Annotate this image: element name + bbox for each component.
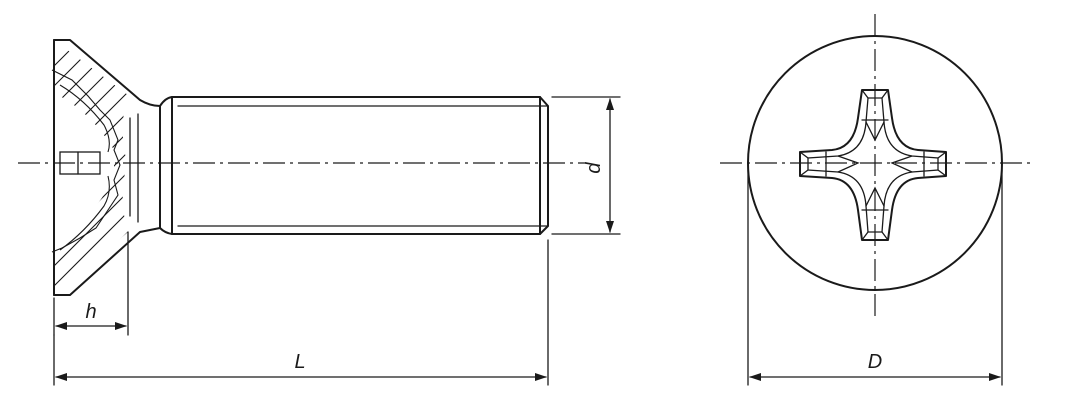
h-label: h [85,301,96,323]
d-label: d [583,162,605,174]
phillips-facet-lines [799,89,947,241]
D-label: D [868,351,882,373]
side-view: d h L [18,39,621,386]
head-view: D [720,14,1032,386]
recess-inner-line [59,84,110,251]
recess-cut [52,92,114,250]
L-label: L [294,351,305,373]
thread-major-outline [159,96,549,235]
recess-jagged-edge [51,69,121,253]
phillips-cross-inner [807,97,939,233]
